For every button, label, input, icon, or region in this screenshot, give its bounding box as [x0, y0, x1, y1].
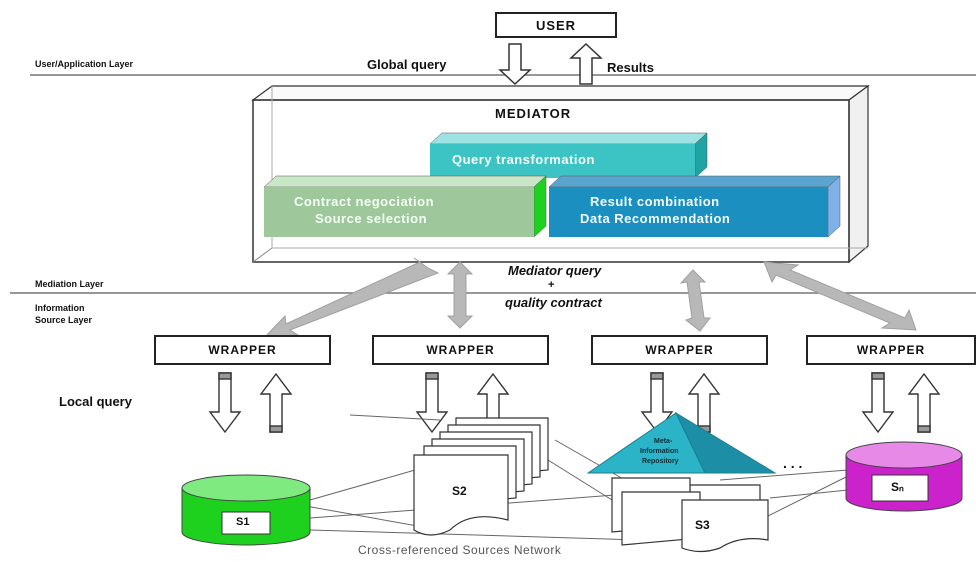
wrapper-4: WRAPPER	[806, 335, 976, 365]
repository-label-2: Information	[640, 448, 679, 455]
quality-contract-label: quality contract	[505, 295, 602, 310]
source-s1-label: S1	[236, 516, 249, 528]
information-source-layer-label-2: Source Layer	[35, 315, 92, 325]
wrapper-1: WRAPPER	[154, 335, 331, 365]
meta-repository-pyramid	[588, 413, 775, 473]
results-label: Results	[607, 60, 654, 75]
information-source-layer-label-1: Information	[35, 303, 85, 313]
source-sn-label: Sₙ	[891, 480, 904, 494]
results-arrow	[571, 44, 601, 84]
global-query-label: Global query	[367, 57, 446, 72]
repository-label-3: Repository	[642, 458, 679, 465]
wrapper-2: WRAPPER	[372, 335, 549, 365]
user-application-layer-label: User/Application Layer	[35, 59, 133, 69]
global-query-arrow	[500, 44, 530, 84]
source-s3-documents	[612, 478, 768, 552]
plus-label: +	[548, 279, 554, 291]
network-label: Cross-referenced Sources Network	[358, 543, 561, 557]
source-s3-label: S3	[695, 518, 710, 532]
query-transformation-label: Query transformation	[452, 152, 595, 167]
result-combination-label: Result combination	[590, 194, 720, 209]
mediation-layer-label: Mediation Layer	[35, 279, 104, 289]
repository-label-1: Meta-	[654, 438, 672, 445]
local-query-label: Local query	[59, 394, 132, 409]
ellipsis: . . .	[783, 455, 802, 471]
user-box: USER	[495, 12, 617, 38]
source-s2-documents	[414, 418, 548, 535]
wrapper-3: WRAPPER	[591, 335, 768, 365]
source-sn-cylinder	[846, 442, 962, 511]
source-selection-label: Source selection	[315, 211, 427, 226]
source-s1-cylinder	[182, 475, 310, 545]
contract-negociation-label: Contract negociation	[294, 194, 434, 209]
source-s2-label: S2	[452, 484, 467, 498]
wrapper-source-arrows	[210, 373, 939, 432]
mediator-title: MEDIATOR	[495, 106, 571, 121]
data-recommendation-label: Data Recommendation	[580, 211, 730, 226]
mediator-query-label: Mediator query	[508, 263, 601, 278]
